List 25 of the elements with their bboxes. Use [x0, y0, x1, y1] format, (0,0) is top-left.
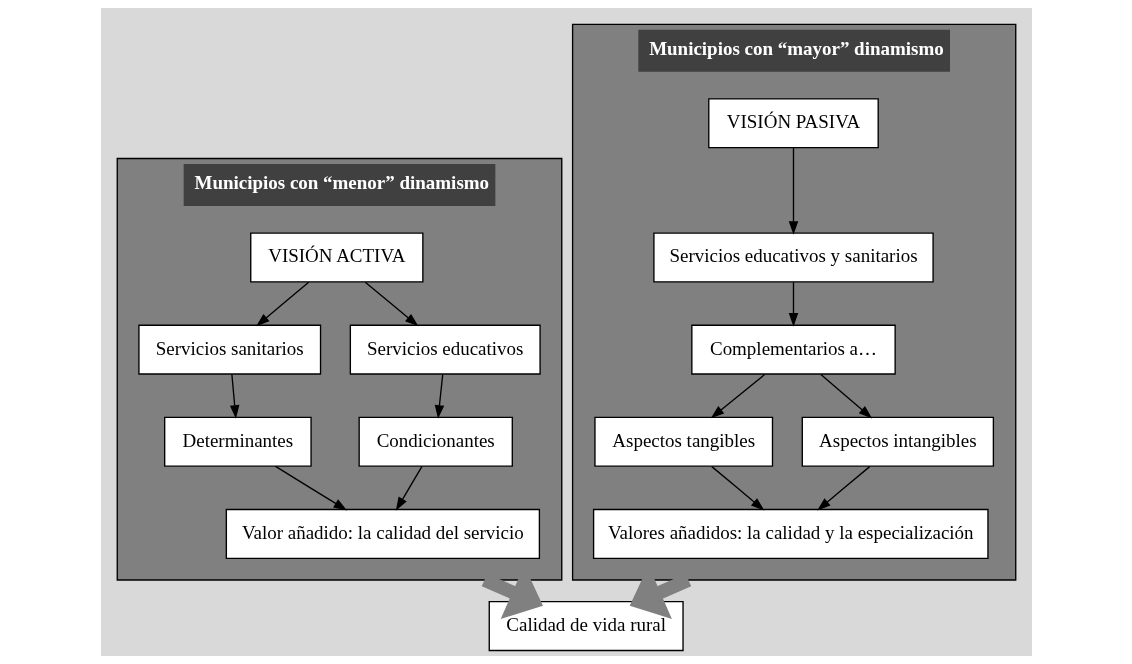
arrow	[255, 281, 309, 327]
arrow	[229, 373, 239, 419]
arrow	[710, 465, 764, 511]
arrow	[710, 373, 765, 419]
node-box: Condicionantes	[358, 416, 513, 467]
node-box: Calidad de vida rural	[488, 601, 684, 652]
node-box: VISIÓN PASIVA	[707, 98, 879, 149]
arrow	[274, 465, 347, 511]
arrow	[816, 465, 870, 511]
node-box: Aspectos tangibles	[593, 416, 773, 467]
node-box: Determinantes	[163, 416, 312, 467]
node-box: Aspectos intangibles	[801, 416, 994, 467]
node-box: Servicios educativos y sanitarios	[652, 232, 934, 283]
node-box: Valor añadido: la calidad del servicio	[225, 508, 540, 559]
arrow	[819, 373, 872, 419]
node-box: Valores añadidos: la calidad y la especialización	[592, 508, 989, 559]
node-box: Servicios educativos	[349, 324, 541, 375]
node-box: Complementarios a…	[690, 324, 896, 375]
arrow	[434, 373, 444, 419]
arrow	[788, 281, 798, 327]
arrow	[788, 147, 798, 235]
arrow	[395, 465, 422, 511]
arrow	[364, 281, 418, 327]
node-box: Servicios sanitarios	[137, 324, 321, 375]
node-box: VISIÓN ACTIVA	[249, 232, 424, 283]
